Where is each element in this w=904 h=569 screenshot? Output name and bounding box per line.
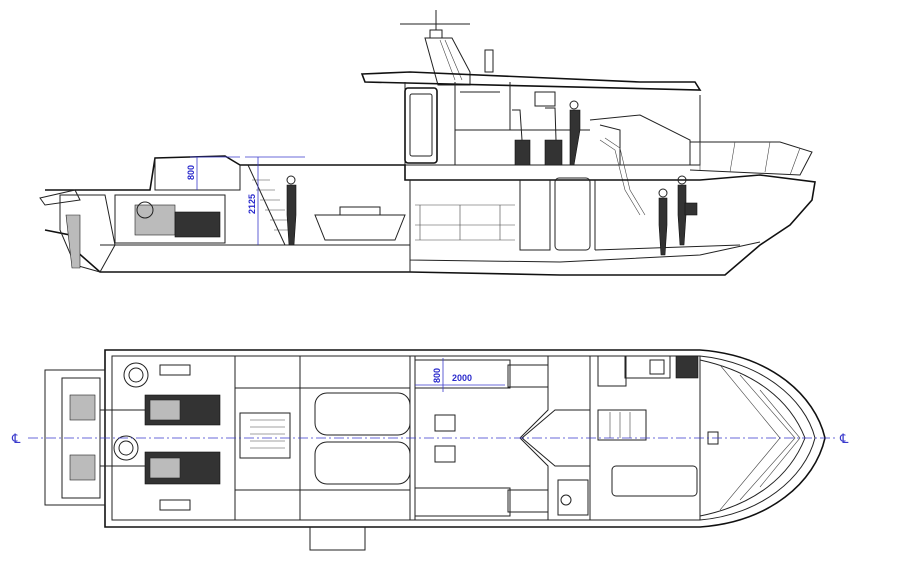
side-dimensions: 800 2125 — [186, 156, 305, 245]
dinette-table — [611, 465, 698, 497]
berth-port — [414, 359, 511, 389]
centerline-symbol-aft: ℄ — [11, 432, 21, 447]
fuel-tank-starboard — [314, 441, 411, 485]
engine-side — [114, 194, 226, 244]
helm-seats — [512, 100, 581, 166]
hull — [39, 155, 816, 276]
dimension-berth-length: 2000 — [452, 373, 472, 383]
engines-plan — [100, 362, 221, 511]
galley — [624, 355, 671, 379]
crew-figures — [286, 175, 698, 256]
wheelhouse — [404, 82, 813, 216]
berth-starboard — [414, 487, 511, 517]
dimension-deck-headroom: 800 — [186, 165, 196, 180]
centerline-symbol-fwd: ℄ — [839, 432, 849, 447]
transom-platform — [44, 369, 106, 506]
dimension-engine-room-height: 2125 — [247, 194, 257, 214]
side-profile-view: 800 2125 — [39, 10, 816, 276]
wheelhouse-roof — [360, 71, 702, 91]
wheelhouse-door — [404, 87, 438, 164]
plan-dimensions: 800 2000 — [415, 358, 505, 392]
plan-view: ℄ ℄ 800 2000 — [11, 349, 849, 551]
fuel-tank-port — [314, 392, 411, 436]
wheelhouse-seat — [597, 409, 647, 441]
dimension-berth-width: 800 — [432, 368, 442, 383]
